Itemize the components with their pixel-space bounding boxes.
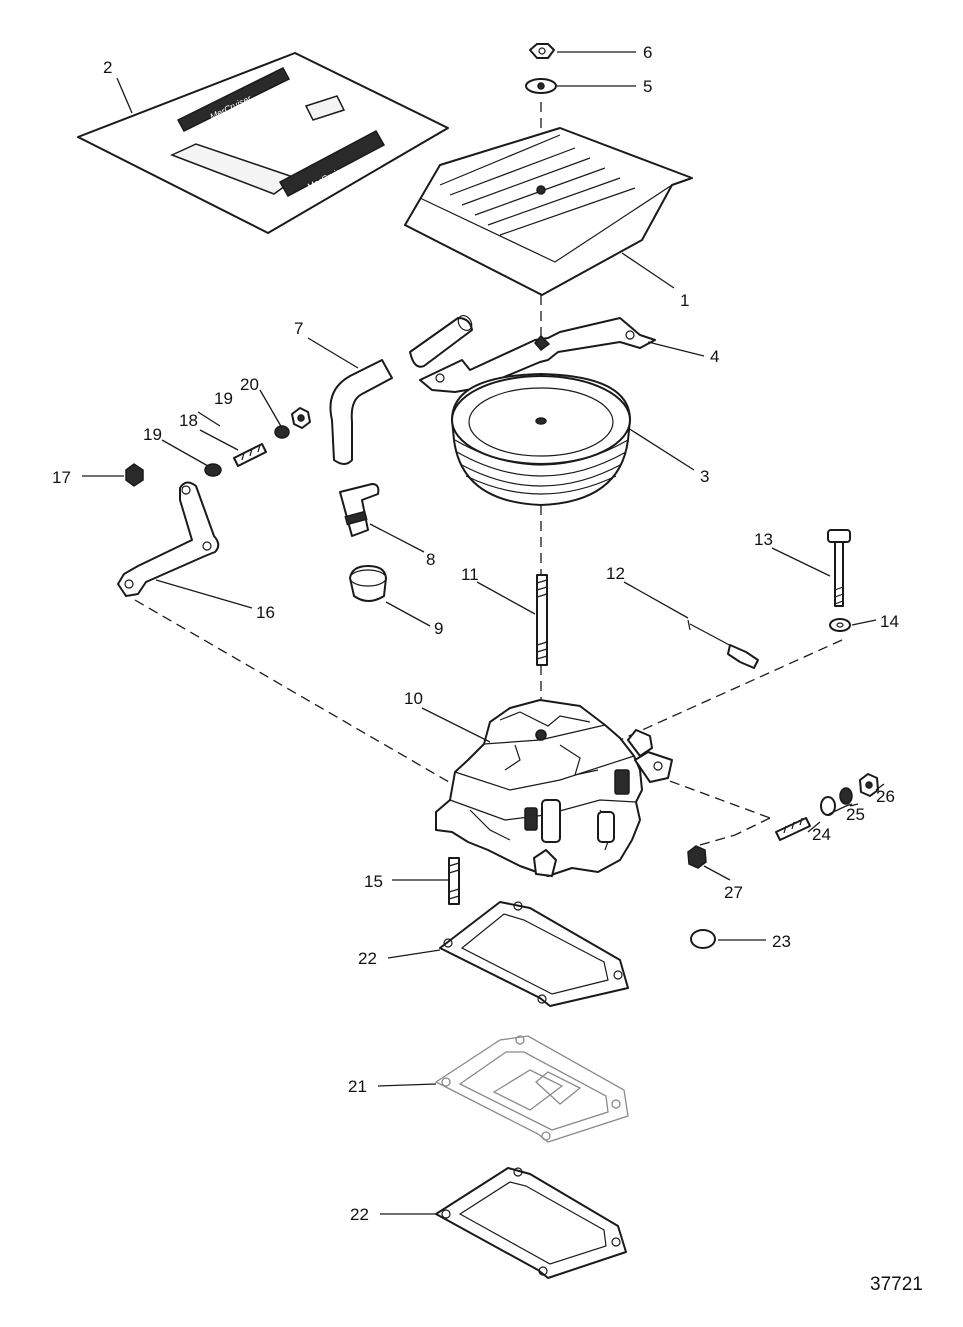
- callout-24: 24: [812, 825, 831, 844]
- callout-26: 26: [876, 787, 895, 806]
- callout-12: 12: [606, 564, 625, 583]
- gasket-lower: [435, 1167, 627, 1279]
- grommet: [349, 565, 387, 602]
- figure-id: 37721: [870, 1274, 923, 1295]
- callout-5: 5: [643, 77, 652, 96]
- callout-15: 15: [364, 872, 383, 891]
- mounting-stud: [448, 857, 460, 905]
- callout-19-upper: 19: [214, 389, 233, 408]
- fitting-and-plug: [687, 845, 716, 949]
- callout-13: 13: [754, 530, 773, 549]
- elbow-fitting: [339, 483, 380, 537]
- decal-sheet: MerCruiser MerCruiser: [77, 52, 449, 234]
- carburetor-body: [435, 699, 673, 877]
- callout-16: 16: [256, 603, 275, 622]
- callout-11: 11: [461, 565, 479, 584]
- insulator-plate: [434, 1035, 629, 1143]
- callout-21: 21: [348, 1077, 367, 1096]
- throttle-lever: [117, 481, 220, 597]
- callout-8: 8: [426, 550, 435, 569]
- callout-22-upper: 22: [358, 949, 377, 968]
- callout-2: 2: [103, 58, 112, 77]
- choke-rod: [687, 619, 759, 669]
- gasket-upper: [439, 901, 629, 1007]
- nut-and-washer: [525, 43, 557, 94]
- bolt-and-washer: [827, 529, 851, 632]
- callout-17: 17: [52, 468, 71, 487]
- callout-labels: 6 5 2 1 4 3 7 20 19 18 19 17 16 8 9 11 1…: [52, 43, 923, 1295]
- vent-hose: [329, 314, 473, 465]
- callout-10: 10: [404, 689, 423, 708]
- linkage-hardware: [125, 407, 311, 487]
- flame-arrestor: [451, 373, 631, 506]
- callout-3: 3: [700, 467, 709, 486]
- callout-23: 23: [772, 932, 791, 951]
- callout-18: 18: [179, 411, 198, 430]
- side-stud-hardware: [775, 773, 879, 841]
- callout-4: 4: [710, 347, 719, 366]
- leader-lines: [82, 51, 885, 1215]
- callout-14: 14: [880, 612, 899, 631]
- callout-9: 9: [434, 619, 443, 638]
- callout-25: 25: [846, 805, 865, 824]
- callout-19-lower: 19: [143, 425, 162, 444]
- callout-1: 1: [680, 291, 689, 310]
- callout-20: 20: [240, 375, 259, 394]
- carb-stud: [536, 574, 548, 666]
- callout-22-lower: 22: [350, 1205, 369, 1224]
- flame-arrestor-cover: [404, 127, 693, 296]
- callout-7: 7: [294, 319, 303, 338]
- callout-27: 27: [724, 883, 743, 902]
- callout-6: 6: [643, 43, 652, 62]
